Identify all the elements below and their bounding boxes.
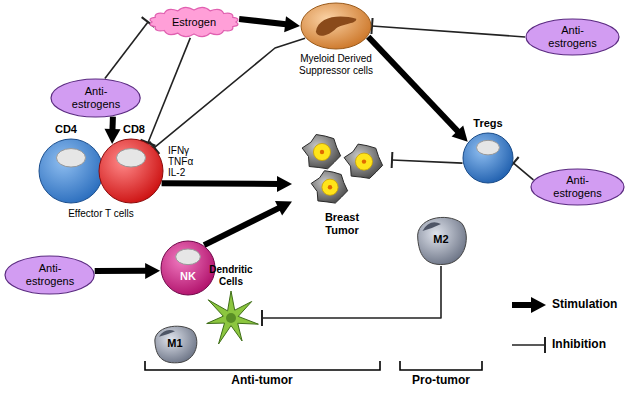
stimulation-arrow xyxy=(105,117,121,144)
m2-macrophage: M2 xyxy=(412,212,470,266)
stimulation-sample xyxy=(512,297,546,313)
node-text: Anti- estrogens xyxy=(546,174,610,199)
stimulation-arrow xyxy=(95,263,160,279)
pro-tumor-bracket xyxy=(400,361,482,370)
node-text: Myeloid Derived Suppressor cells xyxy=(288,53,384,76)
inhibition-sample xyxy=(512,337,545,353)
stimulation-arrow xyxy=(239,16,300,32)
node-text: CD8 xyxy=(114,123,154,136)
cytokine-label: IL-2 xyxy=(168,167,185,179)
node-text: Anti- estrogens xyxy=(541,24,605,49)
node-text: CD4 xyxy=(46,123,86,136)
inhibition-line xyxy=(105,17,154,78)
node-shape xyxy=(38,138,104,204)
group-label: Pro-tumor xyxy=(412,374,470,388)
cytokine-label: IFNγ xyxy=(168,145,189,157)
stimulation-arrow xyxy=(368,37,468,142)
group-label: Anti-tumor xyxy=(231,374,292,388)
inhibition-line xyxy=(149,38,305,154)
antiestrogen-oval: Anti- estrogens xyxy=(525,18,620,56)
inhibition-line xyxy=(392,152,463,168)
node-shape xyxy=(462,132,514,184)
treg-cell: Tregs xyxy=(462,132,514,184)
node-text: Tregs xyxy=(463,117,513,130)
stimulation-arrow xyxy=(162,176,292,192)
node-shape xyxy=(200,289,262,347)
cytokine-label: TNFα xyxy=(168,156,193,168)
node-shape xyxy=(98,138,164,204)
node-text: M2 xyxy=(433,233,448,246)
node-text: Breast Tumor xyxy=(312,211,372,236)
node-shape xyxy=(160,240,216,296)
breast-tumor: Breast Tumor xyxy=(292,128,392,208)
node-text: Anti- estrogens xyxy=(64,85,128,110)
antiestrogen-oval: Anti- estrogens xyxy=(50,78,141,118)
antiestrogen-oval: Anti- estrogens xyxy=(4,255,95,295)
stimulation-arrow xyxy=(204,201,292,245)
m1-macrophage: M1 xyxy=(150,322,200,364)
group-label: Effector T cells xyxy=(68,208,134,220)
legend-text: Inhibition xyxy=(552,338,606,352)
node-shape xyxy=(300,2,372,50)
node-text: M1 xyxy=(167,337,182,350)
estrogen-cloud: Estrogen xyxy=(148,6,240,38)
antiestrogen-oval: Anti- estrogens xyxy=(530,168,625,206)
node-text: Estrogen xyxy=(172,16,216,29)
nk-cell: NK xyxy=(160,240,216,296)
node-text: Anti- estrogens xyxy=(18,262,82,287)
inhibition-line xyxy=(262,266,441,326)
node-text: Dendritic Cells xyxy=(205,264,257,287)
dendritic-cell: Dendritic Cells xyxy=(200,289,262,347)
cd4-cell: CD4 xyxy=(38,138,104,204)
cd8-cell: CD8 xyxy=(98,138,164,204)
inhibition-line xyxy=(371,18,525,37)
node-shape xyxy=(292,128,392,208)
node-text: NK xyxy=(180,270,196,283)
mdsc-cell: Myeloid Derived Suppressor cells xyxy=(300,2,372,50)
legend-text: Stimulation xyxy=(552,298,617,312)
inhibition-line xyxy=(141,38,191,146)
